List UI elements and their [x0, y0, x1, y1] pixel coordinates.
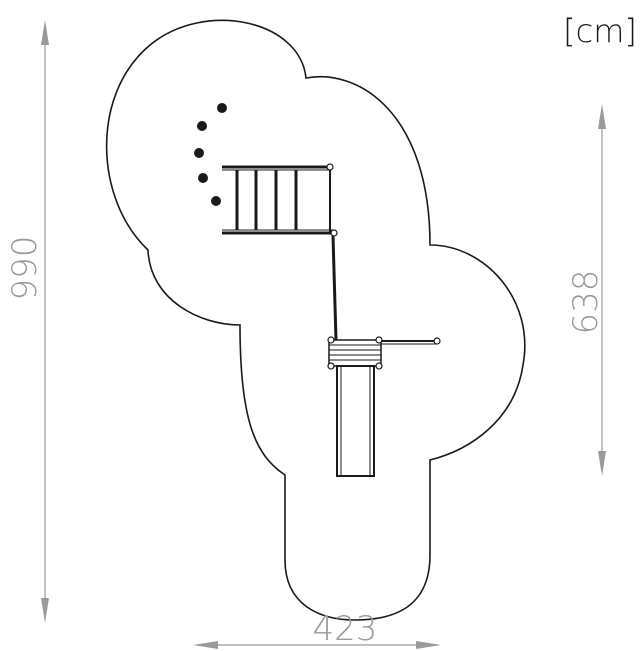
slide	[336, 365, 375, 477]
stepping-pods	[194, 103, 227, 206]
stepping-pod-1	[217, 103, 227, 113]
dimension-height: 990	[5, 20, 49, 623]
units-label: [cm]	[563, 12, 637, 50]
stepping-pod-4	[198, 173, 208, 183]
platform	[327, 336, 441, 370]
dimension-width: 423	[193, 609, 441, 649]
stepping-pod-3	[194, 148, 204, 158]
dimension-inner-height: 638	[566, 104, 606, 476]
connecting-beam	[331, 235, 338, 341]
safety-zone-outline	[105, 19, 526, 621]
climbing-frame	[222, 163, 338, 237]
dimension-height-label: 990	[5, 236, 45, 301]
dimension-inner-height-label: 638	[566, 270, 606, 335]
stepping-pod-2	[197, 121, 207, 131]
dimension-width-label: 423	[313, 609, 378, 649]
stepping-pod-5	[211, 196, 221, 206]
